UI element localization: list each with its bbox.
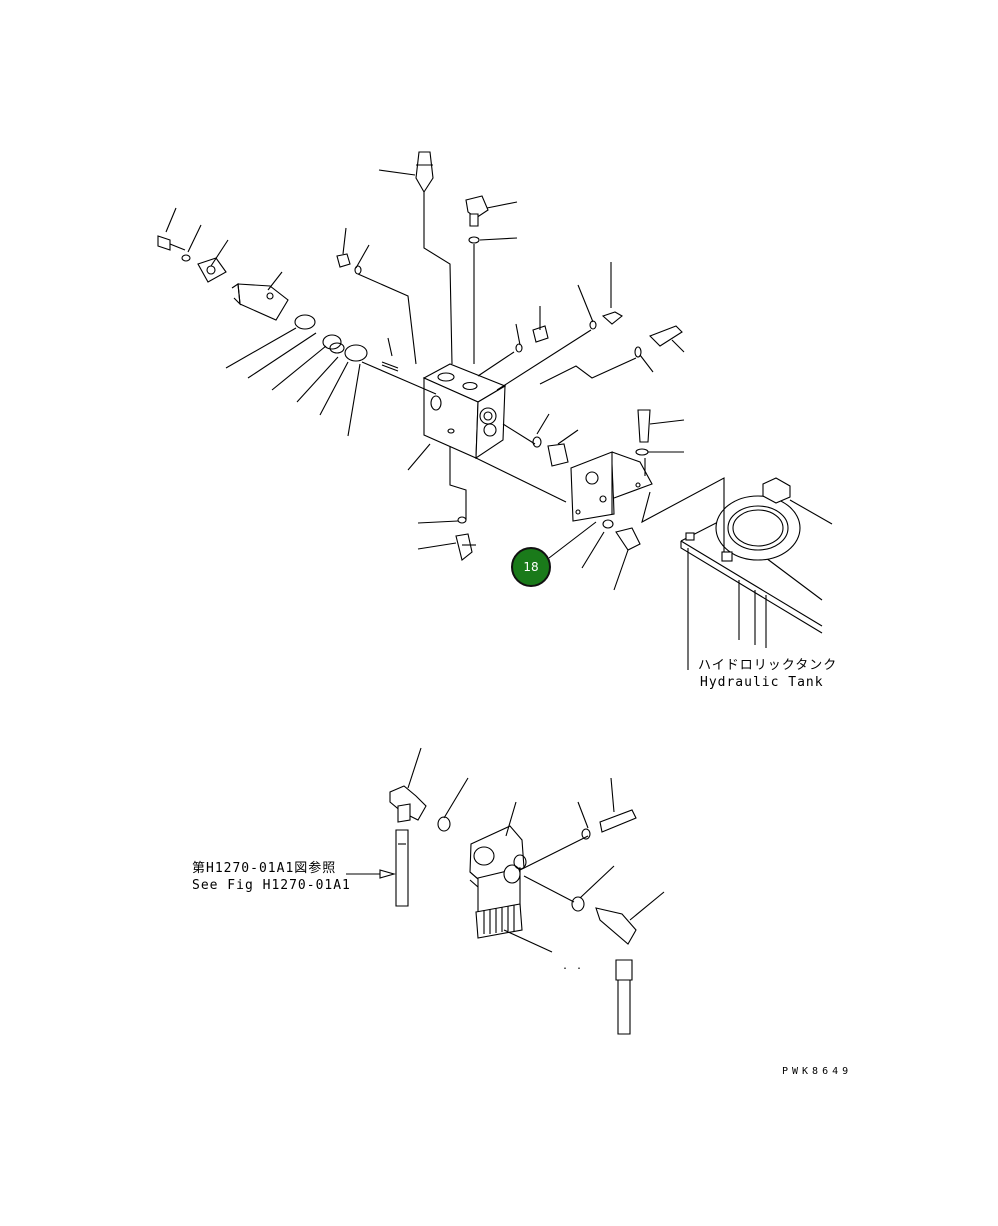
hydraulic-tank-label-en: Hydraulic Tank: [700, 675, 824, 690]
valve-block: [422, 363, 507, 460]
lower-fittings: [389, 785, 637, 1035]
leader-lines-lower: [346, 747, 665, 953]
reference-label-en: See Fig H1270-01A1: [192, 878, 351, 893]
line-filter: [469, 825, 527, 939]
reference-label-jp: 第H1270-01A1図参照: [192, 861, 337, 876]
hydraulic-tank: [680, 477, 823, 670]
cartridge-assembly: [157, 235, 399, 372]
leader-lines-upper: [165, 169, 833, 591]
upper-fittings: [336, 151, 683, 561]
drawing-code: PWK8649: [782, 1066, 853, 1077]
callout-marker[interactable]: 18: [511, 547, 551, 587]
dot-marks: . .: [562, 961, 584, 972]
hydraulic-tank-label-jp: ハイドロリックタンク: [698, 658, 838, 673]
mounting-bracket: [570, 451, 653, 522]
